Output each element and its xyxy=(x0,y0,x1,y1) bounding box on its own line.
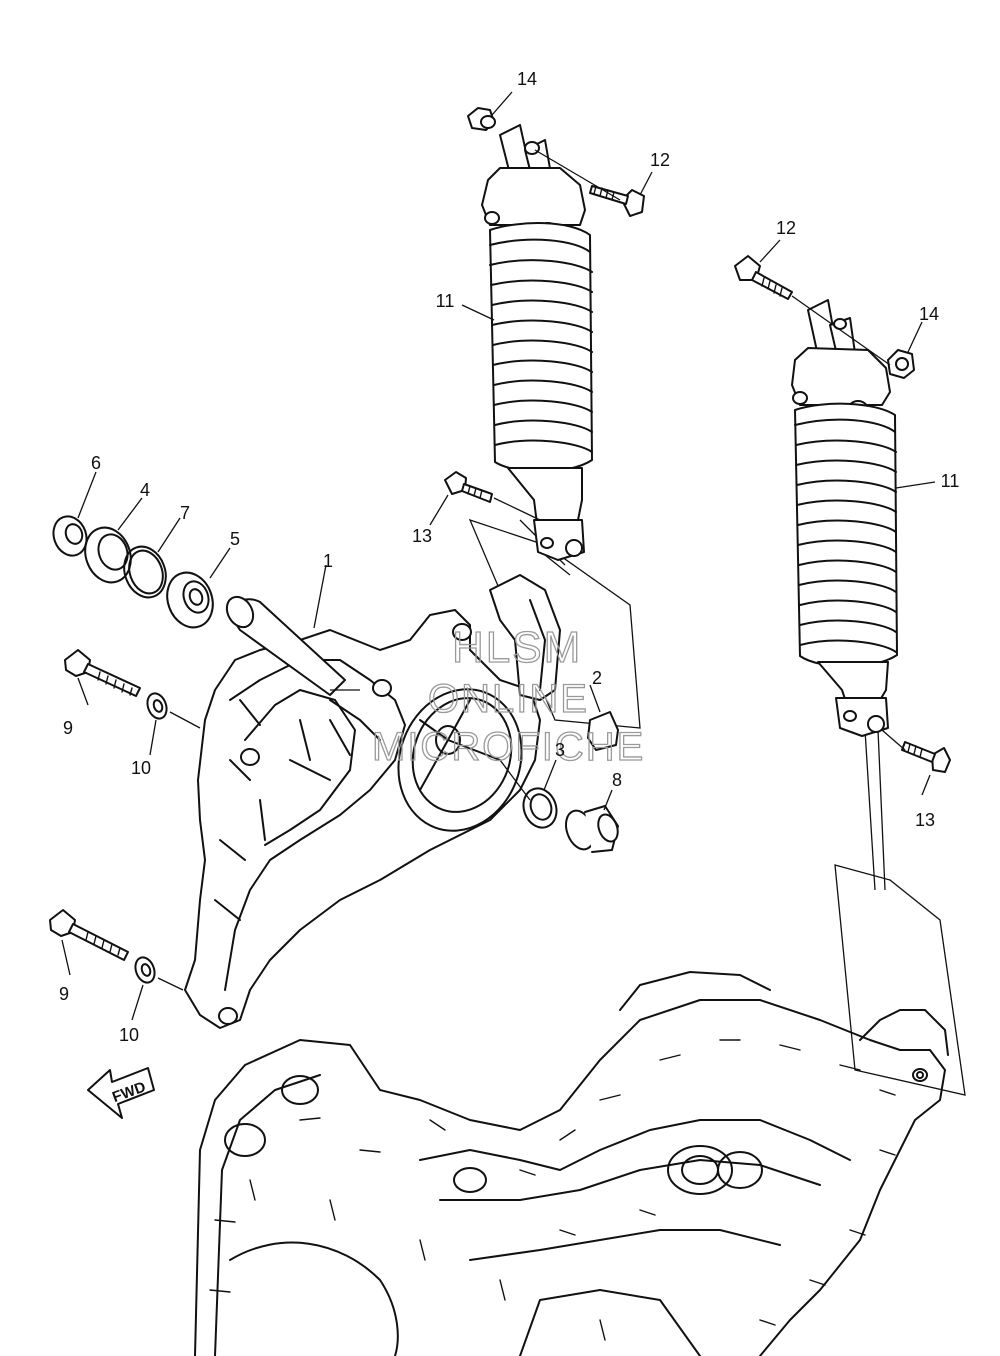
washer-part-3 xyxy=(522,787,558,829)
callout-10-upper: 10 xyxy=(131,758,151,778)
reference-box-right xyxy=(834,729,966,1096)
watermark-line-3: MICROFICHE xyxy=(372,725,645,769)
callout-3: 3 xyxy=(555,740,565,760)
watermark-line-1: HLSM xyxy=(452,623,582,672)
bolt-part-12-right xyxy=(734,255,793,300)
bushing-part-8 xyxy=(564,805,619,853)
rear-arm-assembly xyxy=(184,574,561,1029)
nut-part-14-left xyxy=(467,107,496,131)
callout-4: 4 xyxy=(140,480,150,500)
watermark-line-2: ONLINE xyxy=(428,677,589,721)
circlip-part-7 xyxy=(123,545,167,599)
rear-shock-absorber-right xyxy=(791,299,898,737)
callout-12-left: 12 xyxy=(650,150,670,170)
callout-13-right: 13 xyxy=(915,810,935,830)
bearing-part-5 xyxy=(166,571,214,629)
oil-seal-part-4 xyxy=(84,526,132,584)
callout-14-right: 14 xyxy=(919,304,939,324)
engine-crankcase xyxy=(194,971,949,1356)
callout-11-right: 11 xyxy=(941,471,960,491)
callout-5: 5 xyxy=(230,529,240,549)
rear-shock-absorber-left xyxy=(481,124,593,561)
bolt-part-13-right xyxy=(901,741,951,773)
callout-12-right: 12 xyxy=(776,218,796,238)
callout-13-left: 13 xyxy=(412,526,432,546)
callout-6: 6 xyxy=(91,453,101,473)
watermark: HLSM ONLINE MICROFICHE xyxy=(371,622,645,769)
callout-numbers: 1 2 3 4 5 6 7 8 9 9 10 10 11 11 12 12 13… xyxy=(59,69,959,1045)
bolt-part-12-left xyxy=(589,185,645,217)
oil-seal-part-6 xyxy=(52,515,88,557)
callout-1: 1 xyxy=(323,551,333,571)
washer-part-10-lower xyxy=(134,956,156,984)
washer-part-10-upper xyxy=(146,692,168,720)
bolt-part-9-lower xyxy=(49,909,129,961)
callout-11-left: 11 xyxy=(436,291,455,311)
leader-lines xyxy=(61,91,936,1021)
callout-2: 2 xyxy=(592,668,602,688)
bolt-part-9-upper xyxy=(64,649,141,697)
nut-part-14-right xyxy=(887,349,915,379)
callout-10-lower: 10 xyxy=(119,1025,139,1045)
collar-part-2 xyxy=(587,711,619,751)
callout-14-left: 14 xyxy=(517,69,537,89)
callout-8: 8 xyxy=(612,770,622,790)
callout-7: 7 xyxy=(180,503,190,523)
forward-direction-arrow: FWD xyxy=(87,1067,155,1119)
bolt-part-13-left xyxy=(444,471,493,503)
callout-9-upper: 9 xyxy=(63,718,73,738)
callout-9-lower: 9 xyxy=(59,984,69,1004)
